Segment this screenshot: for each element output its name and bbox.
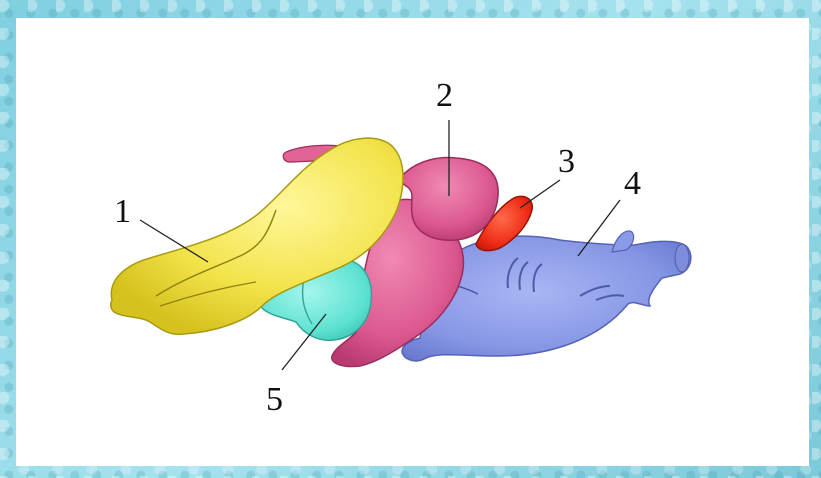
label-2: 2 xyxy=(436,77,453,114)
label-4: 4 xyxy=(624,165,641,202)
leader-line-3 xyxy=(520,180,560,208)
label-3: 3 xyxy=(558,143,575,180)
label-1: 1 xyxy=(114,193,131,230)
label-5: 5 xyxy=(266,381,283,418)
